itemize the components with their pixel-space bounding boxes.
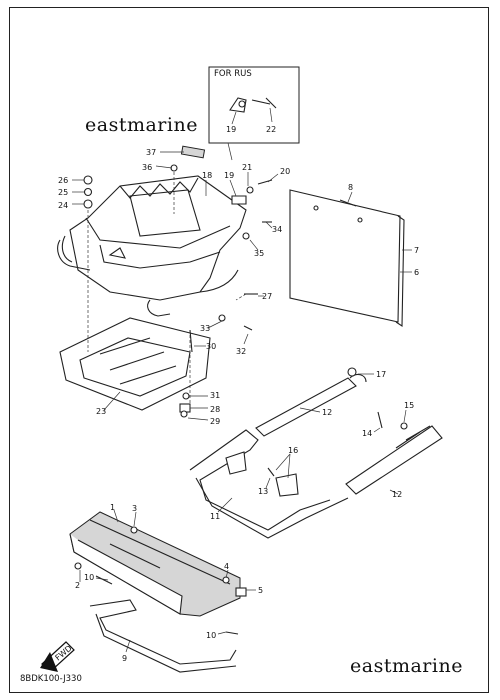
callout-20: 20 <box>280 167 290 176</box>
skid-plate <box>59 317 211 411</box>
front-frame <box>189 373 443 539</box>
callout-17: 17 <box>376 370 386 379</box>
callout-11: 11 <box>210 512 220 521</box>
callout-25: 25 <box>58 188 68 197</box>
callout-2: 2 <box>75 581 80 590</box>
callout-13: 13 <box>258 487 268 496</box>
callout-12b: 12 <box>392 490 402 499</box>
leader-lines <box>72 151 412 653</box>
inset-parts <box>229 97 277 125</box>
callout-34: 34 <box>272 225 282 234</box>
callout-14: 14 <box>362 429 372 438</box>
front-bumper <box>69 511 241 617</box>
callout-8: 8 <box>348 183 353 192</box>
diagram-code: 8BDK100-J330 <box>20 674 82 684</box>
callout-28: 28 <box>210 405 220 414</box>
callout-30: 30 <box>206 342 216 351</box>
rear-carrier <box>57 175 247 317</box>
callout-19b: 19 <box>224 171 234 180</box>
callout-18: 18 <box>202 171 212 180</box>
small-parts <box>74 145 408 635</box>
fwd-arrow-icon: FWD <box>40 641 75 672</box>
callout-33: 33 <box>200 324 210 333</box>
callout-6: 6 <box>414 268 419 277</box>
inset-title: FOR RUS <box>214 69 252 79</box>
watermark-top: eastmarine <box>85 114 198 136</box>
callout-7: 7 <box>414 246 419 255</box>
lower-bar <box>89 599 237 673</box>
callout-15: 15 <box>404 401 414 410</box>
callout-4: 4 <box>224 562 229 571</box>
callout-26: 26 <box>58 176 68 185</box>
watermark-bottom: eastmarine <box>350 655 463 677</box>
callout-23: 23 <box>96 407 106 416</box>
callout-37: 37 <box>146 148 156 157</box>
callout-27: 27 <box>262 292 272 301</box>
dash-lines <box>87 172 247 410</box>
callout-5: 5 <box>258 586 263 595</box>
callout-21: 21 <box>242 163 252 172</box>
callout-29: 29 <box>210 417 220 426</box>
callout-12a: 12 <box>322 408 332 417</box>
callout-1: 1 <box>110 503 115 512</box>
callout-36: 36 <box>142 163 152 172</box>
callout-24: 24 <box>58 201 68 210</box>
callout-32: 32 <box>236 347 246 356</box>
plate <box>289 189 405 328</box>
callout-35: 35 <box>254 249 264 258</box>
callout-19a: 19 <box>226 125 236 134</box>
callout-9: 9 <box>122 654 127 663</box>
callout-10a: 10 <box>84 573 94 582</box>
callout-16: 16 <box>288 446 298 455</box>
callout-10b: 10 <box>206 631 216 640</box>
inset-box <box>208 66 300 144</box>
callout-31: 31 <box>210 391 220 400</box>
callout-22: 22 <box>266 125 276 134</box>
diagram-frame <box>9 7 489 693</box>
callout-3: 3 <box>132 504 137 513</box>
